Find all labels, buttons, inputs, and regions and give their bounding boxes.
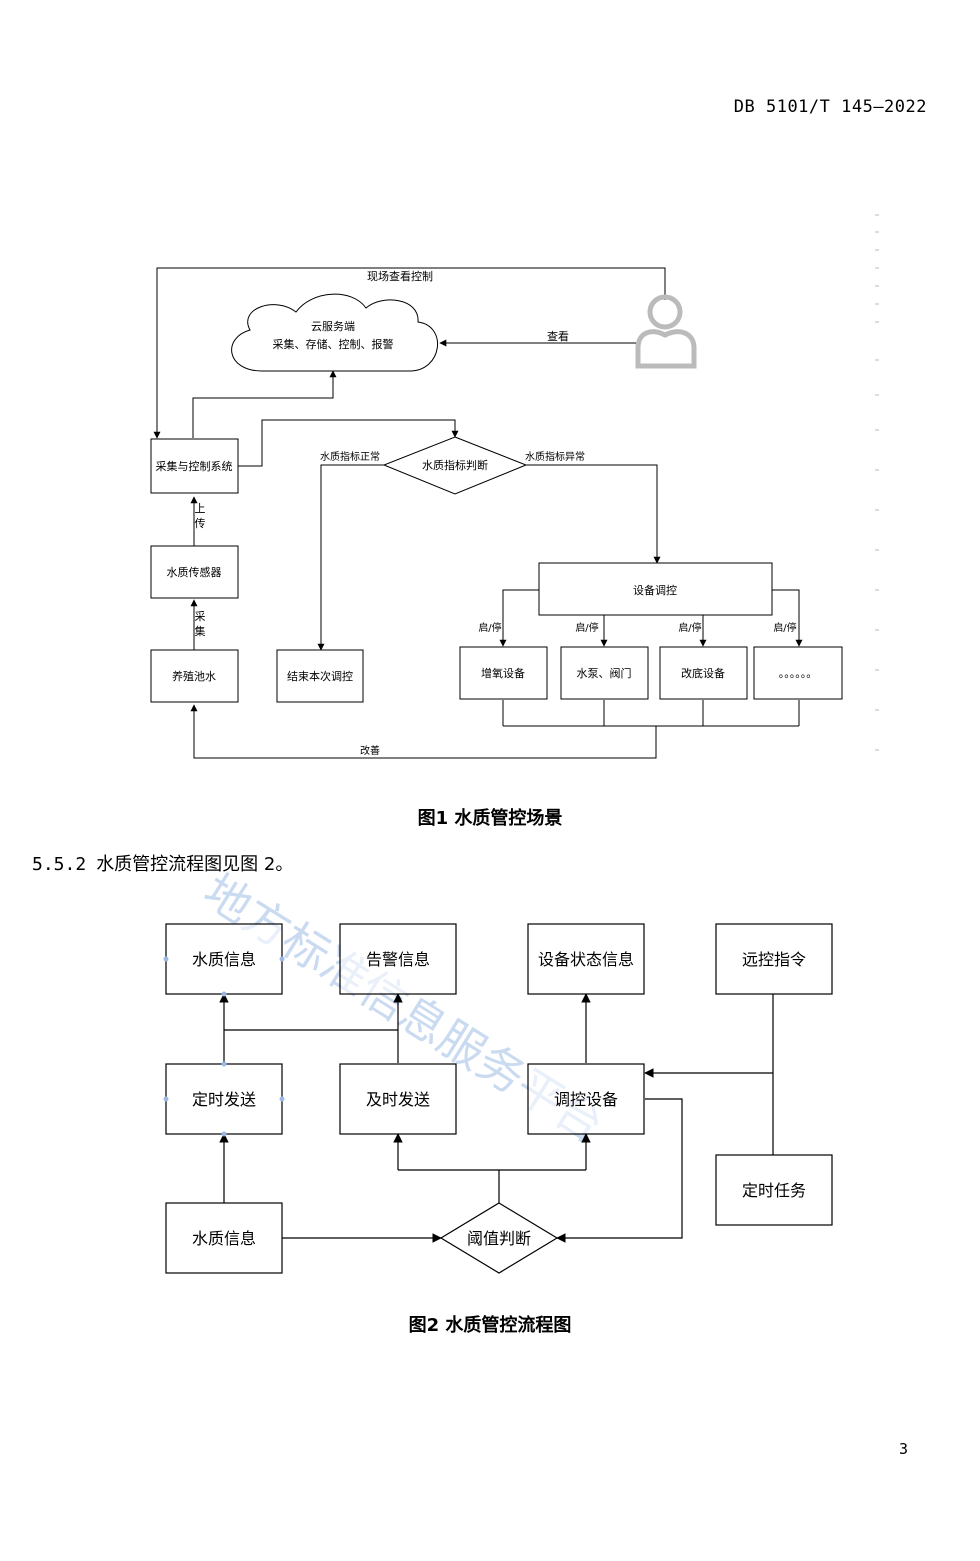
cloud-title: 云服务端	[311, 320, 355, 333]
upload-cloud-connector	[192, 370, 337, 438]
cloud-shape	[231, 293, 439, 372]
alarm-info-box	[339, 923, 457, 995]
document-id: DB 5101/T 145—2022	[733, 97, 927, 117]
more-label: 。。。。。。	[779, 667, 818, 680]
figure-1-diagram: 现场查看控制 查看 云服务端 采集、存储、控制、报警 采集与控制系统 上 传 水…	[150, 214, 879, 759]
section-text: 水质管控流程图见图 2。	[96, 854, 294, 875]
normal-connector	[317, 464, 384, 651]
onsite-control-connector	[153, 267, 666, 439]
sensor-label: 水质传感器	[167, 566, 222, 579]
remote-cmd-box	[715, 923, 833, 995]
cloud-subtitle: 采集、存储、控制、报警	[273, 337, 394, 351]
pond-water-box	[150, 649, 239, 703]
bottom-device-box	[659, 646, 748, 700]
end-label: 结束本次调控	[287, 669, 353, 683]
collect-label-1: 采	[195, 610, 206, 623]
judge-diamond	[382, 436, 528, 495]
water-info-bottom-label: 水质信息	[192, 1229, 256, 1248]
timed-send-label: 定时发送	[192, 1090, 256, 1109]
alarm-info-label: 告警信息	[366, 950, 430, 969]
more-box	[753, 646, 843, 700]
page-number: 3	[898, 1440, 908, 1458]
water-info-top-box	[165, 923, 283, 995]
improve-label: 改善	[360, 744, 380, 757]
abnormal-label: 水质指标异常	[525, 450, 585, 463]
section-5-5-2: 5.5.2 水质管控流程图见图 2。	[32, 850, 293, 876]
start-stop-label-3: 启/停	[678, 621, 701, 634]
view-label: 查看	[547, 329, 569, 343]
improve-connector	[190, 704, 657, 759]
collect-label-2: 集	[195, 624, 206, 638]
figure-1-caption: 图1 水质管控场景	[417, 808, 563, 829]
normal-label: 水质指标正常	[320, 450, 380, 463]
pond-water-label: 养殖池水	[172, 669, 216, 683]
user-icon	[635, 294, 697, 369]
device-status-label: 设备状态信息	[538, 950, 634, 969]
upload-label-2: 传	[195, 517, 206, 530]
start-stop-label-1: 启/停	[478, 621, 501, 634]
device-status-box	[527, 923, 645, 995]
water-info-bottom-box	[165, 1202, 283, 1274]
threshold-diamond	[439, 1202, 559, 1274]
bottom-device-label: 改底设备	[681, 666, 725, 680]
device-control-box	[538, 562, 773, 616]
collect-control-box	[150, 438, 239, 494]
timed-task-label: 定时任务	[742, 1181, 806, 1200]
figure-2-caption: 图2 水质管控流程图	[408, 1315, 572, 1336]
remote-cmd-label: 远控指令	[742, 950, 806, 969]
control-device-box	[527, 1063, 645, 1135]
abnormal-connector	[526, 464, 661, 564]
timed-task-box	[715, 1154, 833, 1226]
device-control-label: 设备调控	[633, 583, 677, 597]
judge-label: 水质指标判断	[422, 458, 488, 472]
threshold-label: 阈值判断	[467, 1229, 531, 1248]
end-box	[276, 649, 364, 703]
pump-valve-box	[560, 646, 649, 700]
judge-connector	[238, 419, 459, 467]
water-info-top-label: 水质信息	[192, 950, 256, 969]
oxygen-label: 增氧设备	[481, 666, 525, 680]
control-device-label: 调控设备	[554, 1090, 618, 1109]
start-stop-label-2: 启/停	[575, 621, 598, 634]
upload-label-1: 上	[195, 502, 206, 515]
instant-send-box	[339, 1063, 457, 1135]
sensor-box	[150, 545, 239, 599]
onsite-control-label: 现场查看控制	[367, 269, 433, 283]
collect-control-label: 采集与控制系统	[156, 459, 233, 473]
pump-valve-label: 水泵、阀门	[577, 666, 632, 680]
section-number: 5.5.2	[32, 854, 87, 875]
oxygen-box	[459, 646, 548, 700]
instant-send-label: 及时发送	[366, 1090, 430, 1109]
start-stop-label-4: 启/停	[773, 621, 796, 634]
